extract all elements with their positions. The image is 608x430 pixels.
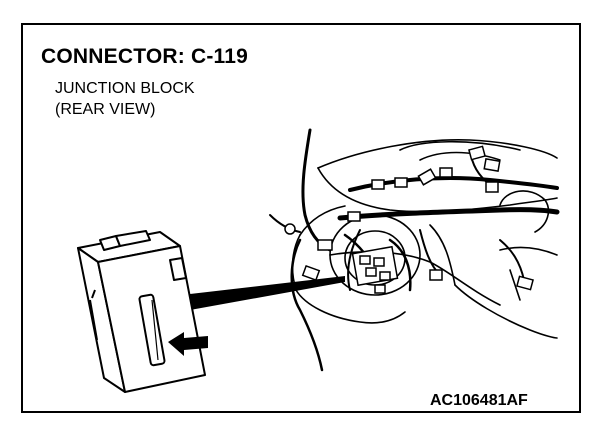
mounted-junction-block <box>351 245 399 294</box>
component-name: JUNCTION BLOCK <box>55 80 195 97</box>
junction-block-enlarged <box>77 230 206 393</box>
view-label: (REAR VIEW) <box>55 101 156 118</box>
harness-connectors <box>284 145 534 291</box>
callout-beam <box>190 276 345 310</box>
figure-code: AC106481AF <box>430 392 528 409</box>
instrument-panel <box>291 138 558 339</box>
arrow-icon <box>168 332 208 356</box>
connector-title: CONNECTOR: C-119 <box>41 45 249 68</box>
wiring-harness <box>269 128 560 372</box>
